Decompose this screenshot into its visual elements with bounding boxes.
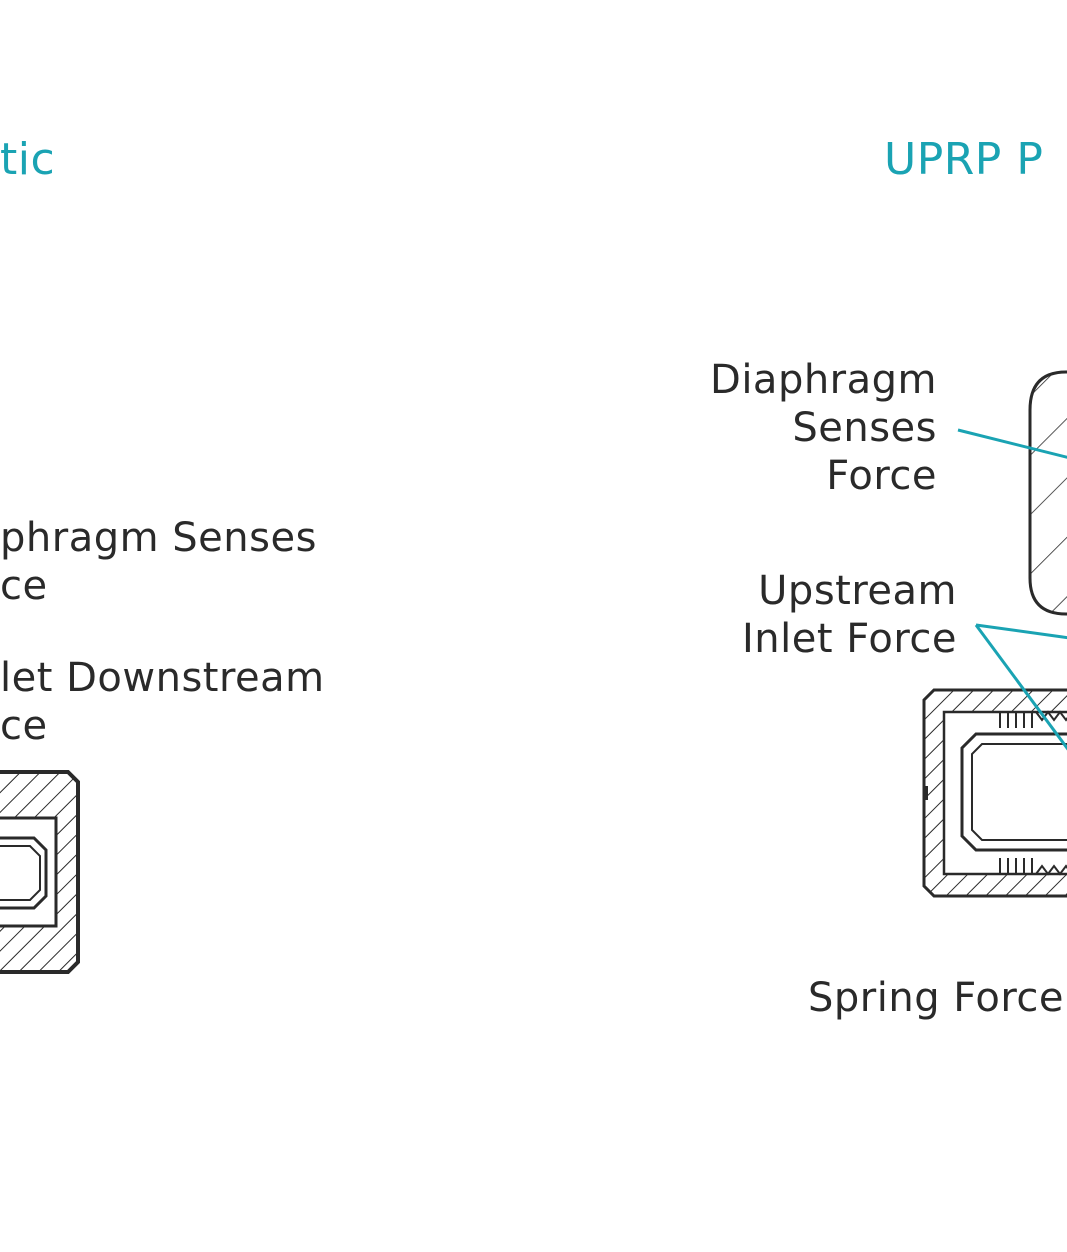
leader-upstream-lower: [974, 624, 1067, 751]
right-label-spring: Spring Force: [808, 975, 1065, 1021]
left-panel-title: tic: [0, 134, 56, 185]
lower-threads: [998, 858, 1067, 876]
right-label-diaphragm-line3: Force: [826, 453, 937, 499]
left-label-inlet-downstream-line1: let Downstream: [0, 655, 325, 701]
right-diaphragm-housing: [1028, 370, 1067, 616]
right-label-diaphragm-line1: Diaphragm: [710, 357, 937, 403]
leader-diaphragm: [957, 428, 1067, 459]
left-label-diaphragm-line1: phragm Senses: [0, 515, 317, 561]
right-fitting-body: [922, 688, 1067, 898]
leader-lines: [957, 428, 1067, 751]
left-label-inlet-downstream-line2: ce: [0, 703, 48, 749]
right-label-diaphragm-line2: Senses: [792, 405, 937, 451]
right-label-upstream-line1: Upstream: [758, 568, 957, 614]
right-label-upstream-line2: Inlet Force: [742, 616, 957, 662]
leader-upstream-upper: [975, 623, 1067, 640]
right-panel-title: UPRP P: [884, 134, 1044, 185]
left-label-diaphragm-line2: ce: [0, 563, 48, 609]
left-fitting-section: [0, 770, 80, 974]
upper-threads: [998, 710, 1067, 728]
